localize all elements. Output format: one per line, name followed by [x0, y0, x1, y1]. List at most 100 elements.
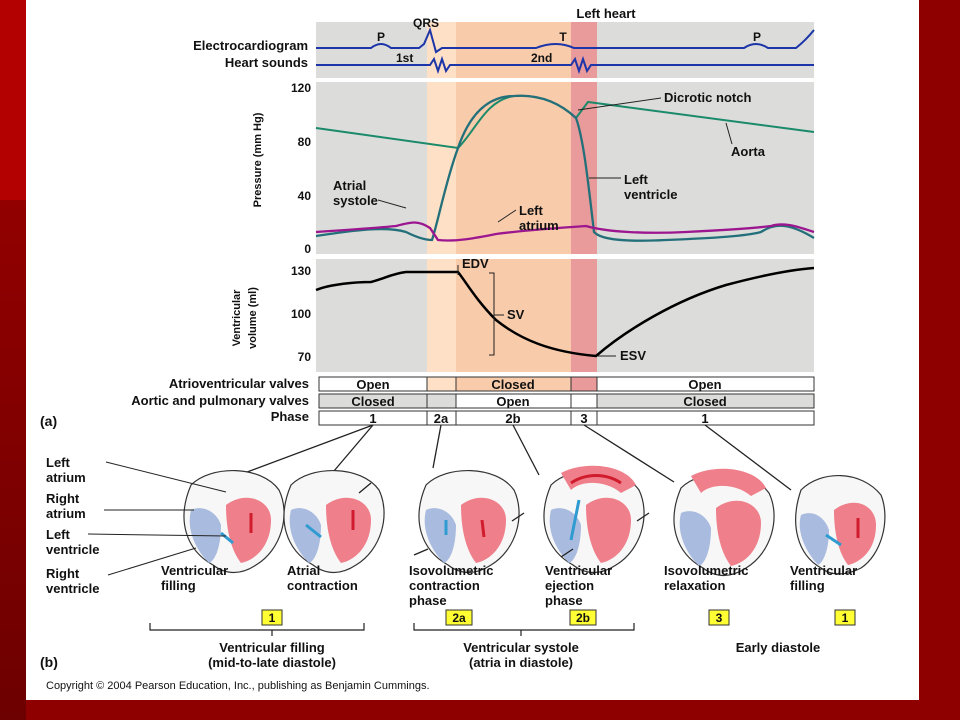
stage-caption: Atrial [287, 563, 320, 578]
left-ventricle-label-2: ventricle [624, 187, 677, 202]
volume-axis-label-2: volume (ml) [247, 287, 259, 349]
copyright-text: Copyright © 2004 Pearson Education, Inc.… [46, 680, 430, 692]
part-b-label: (b) [40, 654, 58, 670]
pressure-tick: 80 [298, 135, 312, 149]
ecg-p-wave-2: P [753, 30, 761, 44]
anatomy-right-atrium-2: atrium [46, 506, 86, 521]
anatomy-left-atrium-2: atrium [46, 470, 86, 485]
heart-illustrations [183, 465, 886, 577]
ecg-trace [316, 26, 815, 54]
ecg-t-wave: T [559, 30, 567, 44]
pressure-tick: 40 [298, 189, 312, 203]
phase-label: Phase [271, 409, 309, 424]
stage-caption: phase [409, 593, 447, 608]
ap-state-closed: Closed [351, 394, 394, 409]
group-label: Early diastole [736, 640, 821, 655]
av-state-open: Open [356, 377, 389, 392]
slide-frame-accent [0, 0, 26, 200]
left-heart-title: Left heart [576, 6, 636, 21]
stage-caption: filling [161, 578, 196, 593]
av-state-open-late: Open [688, 377, 721, 392]
stage-caption: Ventricular [161, 563, 228, 578]
dicrotic-notch-label: Dicrotic notch [664, 90, 751, 105]
group-label: (mid-to-late diastole) [208, 655, 336, 670]
group-label: (atria in diastole) [469, 655, 573, 670]
stage-caption: filling [790, 578, 825, 593]
anatomy-right-atrium: Right [46, 491, 80, 506]
band-phase-2a [427, 22, 456, 372]
volume-axis-label: Ventricular [231, 289, 243, 347]
anatomy-left-ventricle-2: ventricle [46, 542, 99, 557]
stage-caption: Ventricular [790, 563, 857, 578]
phase-arrows [230, 424, 792, 491]
phase-cell: 1 [701, 411, 708, 426]
stage-caption: ejection [545, 578, 594, 593]
heart-ventricular-ejection [543, 465, 650, 574]
group-labels: Ventricular filling (mid-to-late diastol… [208, 640, 820, 670]
phase-badges: 1 2a 2b 3 1 [261, 609, 856, 626]
heart-ventricular-filling-2 [795, 474, 886, 575]
stage-captions: Ventricular filling Atrial contraction I… [161, 563, 857, 608]
av-state-closed: Closed [491, 377, 534, 392]
phase-badge: 2a [452, 611, 466, 625]
anatomy-right-ventricle: Right [46, 566, 80, 581]
stage-caption: Ventricular [545, 563, 612, 578]
left-atrium-label-2: atrium [519, 218, 559, 233]
anatomy-labels: Left atrium Right atrium Left ventricle … [46, 455, 227, 596]
phase-badge: 2b [576, 611, 590, 625]
left-atrium-label: Left [519, 203, 544, 218]
esv-label: ESV [620, 348, 646, 363]
stage-caption: relaxation [664, 578, 725, 593]
phase-bands [316, 22, 814, 372]
heart-atrial-contraction [283, 469, 385, 574]
slide: Left heart Electrocardiogram Heart sound… [26, 0, 919, 700]
av-valves-label: Atrioventricular valves [169, 376, 309, 391]
ecg-section: Electrocardiogram Heart sounds P QRS T P… [193, 16, 815, 75]
pressure-section: Pressure (mm Hg) 120 80 40 0 Dicrotic no… [252, 81, 815, 256]
phase-cell: 1 [369, 411, 376, 426]
left-ventricle-curve [315, 94, 815, 242]
valve-rows: Atrioventricular valves Aortic and pulmo… [131, 376, 815, 426]
pressure-tick: 0 [304, 242, 311, 256]
stage-caption: Isovolumetric [409, 563, 494, 578]
pressure-tick: 120 [291, 81, 311, 95]
stage-caption: Isovolumetric [664, 563, 749, 578]
volume-tick: 70 [298, 350, 312, 364]
volume-section: Ventricular volume (ml) 130 100 70 EDV S… [231, 256, 815, 364]
stage-caption: contraction [409, 578, 480, 593]
volume-tick: 130 [291, 264, 311, 278]
band-phase-3 [571, 22, 597, 372]
heart-sounds-trace [316, 55, 814, 75]
phase-cell: 2a [434, 411, 449, 426]
cardiac-cycle-diagram: Left heart Electrocardiogram Heart sound… [40, 6, 886, 692]
part-a-label: (a) [40, 413, 57, 429]
group-label: Ventricular systole [463, 640, 579, 655]
aorta-label: Aorta [731, 144, 766, 159]
atrial-systole-label-2: systole [333, 193, 378, 208]
anatomy-right-ventricle-2: ventricle [46, 581, 99, 596]
stage-caption: contraction [287, 578, 358, 593]
ap-state-closed-late: Closed [683, 394, 726, 409]
phase-badge: 3 [716, 611, 723, 625]
ecg-p-wave: P [377, 30, 385, 44]
ap-valves-label: Aortic and pulmonary valves [131, 393, 309, 408]
phase-badge: 1 [269, 611, 276, 625]
group-brackets [149, 623, 635, 636]
phase-cell: 2b [505, 411, 520, 426]
ecg-qrs: QRS [413, 16, 439, 30]
heart-sounds-label: Heart sounds [225, 55, 308, 70]
sv-label: SV [507, 307, 525, 322]
second-sound: 2nd [531, 51, 552, 65]
phase-badge: 1 [842, 611, 849, 625]
atrial-systole-label: Atrial [333, 178, 366, 193]
anatomy-left-atrium: Left [46, 455, 71, 470]
ecg-label: Electrocardiogram [193, 38, 308, 53]
phase-cell: 3 [580, 411, 587, 426]
left-ventricle-label: Left [624, 172, 649, 187]
heart-ventricular-filling [183, 469, 285, 574]
heart-isovolumetric-contraction [413, 469, 525, 574]
pressure-axis-label: Pressure (mm Hg) [252, 112, 264, 207]
ap-state-open: Open [496, 394, 529, 409]
group-label: Ventricular filling [219, 640, 325, 655]
edv-label: EDV [462, 256, 489, 271]
